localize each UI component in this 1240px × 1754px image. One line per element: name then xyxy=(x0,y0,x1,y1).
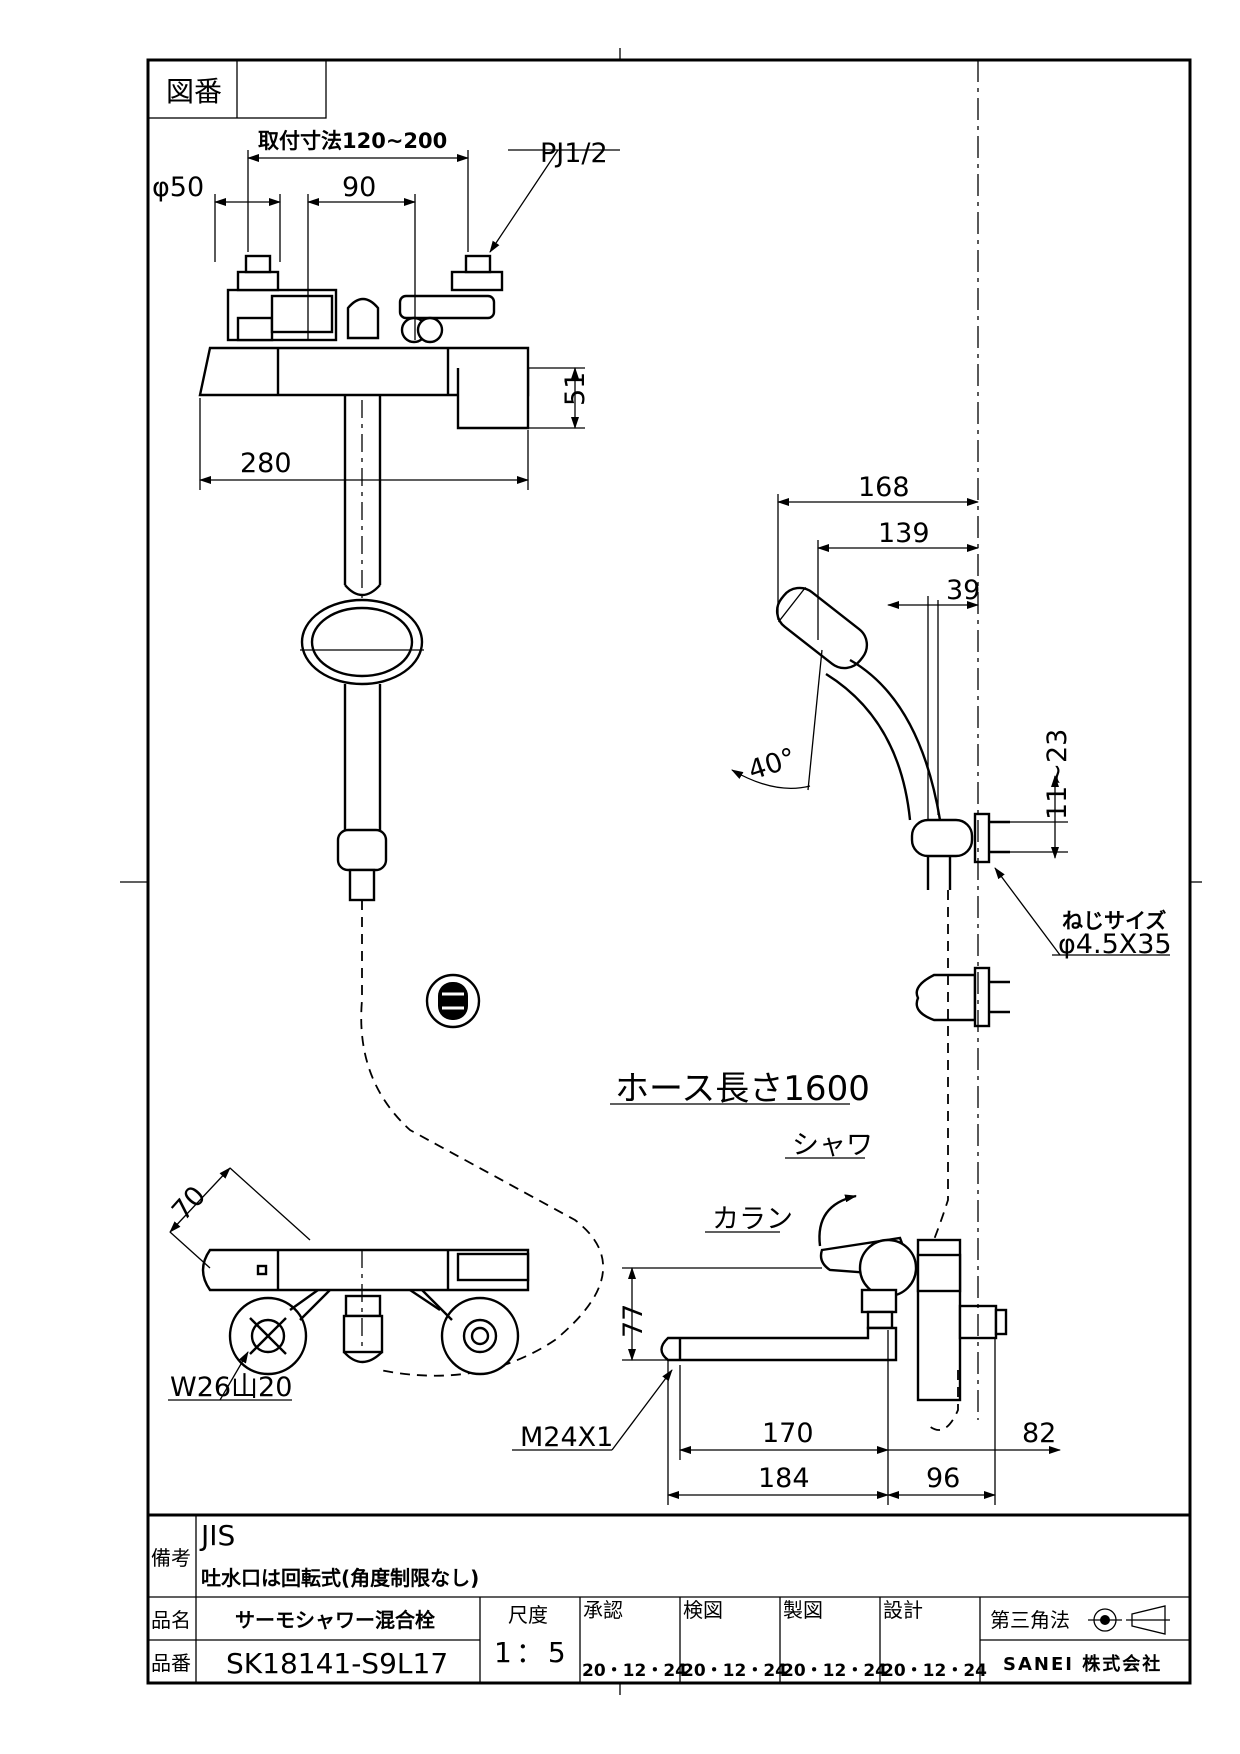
product-name: サーモシャワー混合栓 xyxy=(235,1608,435,1632)
dim-holder-range: 11~23 xyxy=(1042,729,1073,820)
dim-angle: 40° xyxy=(745,742,800,786)
dim-head-168: 168 xyxy=(858,472,910,503)
knob-symbol xyxy=(425,973,481,1029)
remarks-line2: 吐水口は回転式(角度制限なし) xyxy=(201,1566,479,1590)
dim-mount-pitch: 取付寸法120~200 xyxy=(258,129,447,153)
approved-label: 承認 xyxy=(583,1598,623,1622)
dim-diameter: φ50 xyxy=(152,172,204,203)
dim-union-thread: W26山20 xyxy=(170,1372,292,1403)
dim-height-77: 77 xyxy=(618,1304,649,1338)
checked-date: 20・12・24 xyxy=(682,1661,787,1681)
screw-size-value: φ4.5X35 xyxy=(1058,929,1172,960)
dim-width-280: 280 xyxy=(240,448,292,479)
side-view-dimensions xyxy=(512,494,1170,1505)
shower-label: シャワ xyxy=(792,1130,873,1161)
front-view-dimensions xyxy=(199,149,620,490)
product-number: SK18141-S9L17 xyxy=(226,1647,448,1680)
scale-label: 尺度 xyxy=(508,1603,548,1627)
dim-spout-thread: M24X1 xyxy=(520,1422,613,1453)
spout-label: カラン xyxy=(712,1204,793,1235)
designed-label: 設計 xyxy=(883,1598,923,1622)
scale-value: 1：5 xyxy=(494,1636,570,1669)
dim-spout-96: 96 xyxy=(926,1463,960,1494)
dim-center-spacing: 90 xyxy=(342,172,376,203)
product-name-label: 品名 xyxy=(151,1608,191,1632)
drawn-label: 製図 xyxy=(783,1598,823,1622)
figure-number-label: 図番 xyxy=(166,75,222,108)
checked-label: 検図 xyxy=(683,1598,723,1622)
screw-size-label: ねじサイズ xyxy=(1062,909,1166,933)
dim-head-139: 139 xyxy=(878,518,930,549)
remarks-line1: JIS xyxy=(199,1519,235,1552)
projection-label: 第三角法 xyxy=(990,1608,1070,1632)
dim-spout-170: 170 xyxy=(762,1418,814,1449)
dim-head-39: 39 xyxy=(946,575,980,606)
approved-date: 20・12・24 xyxy=(582,1661,687,1681)
designed-date: 20・12・24 xyxy=(882,1661,987,1681)
dim-height-51: 51 xyxy=(560,372,591,406)
drawn-date: 20・12・24 xyxy=(782,1661,887,1681)
company-name: SANEI 株式会社 xyxy=(1003,1653,1162,1675)
dim-spout-82: 82 xyxy=(1022,1418,1056,1449)
side-view xyxy=(660,60,1010,1431)
dim-depth-70: 70 xyxy=(166,1180,212,1226)
remarks-label: 備考 xyxy=(151,1546,191,1570)
top-view-dimensions xyxy=(168,1167,311,1401)
top-view xyxy=(201,1248,530,1376)
hose-length: ホース長さ1600 xyxy=(615,1069,870,1109)
title-block xyxy=(148,1513,1190,1683)
dim-pipe-thread: PJ1/2 xyxy=(540,138,608,169)
product-number-label: 品番 xyxy=(151,1651,191,1675)
dim-spout-184: 184 xyxy=(758,1463,810,1494)
sheet-frame xyxy=(120,48,1202,1695)
front-view xyxy=(198,254,530,902)
